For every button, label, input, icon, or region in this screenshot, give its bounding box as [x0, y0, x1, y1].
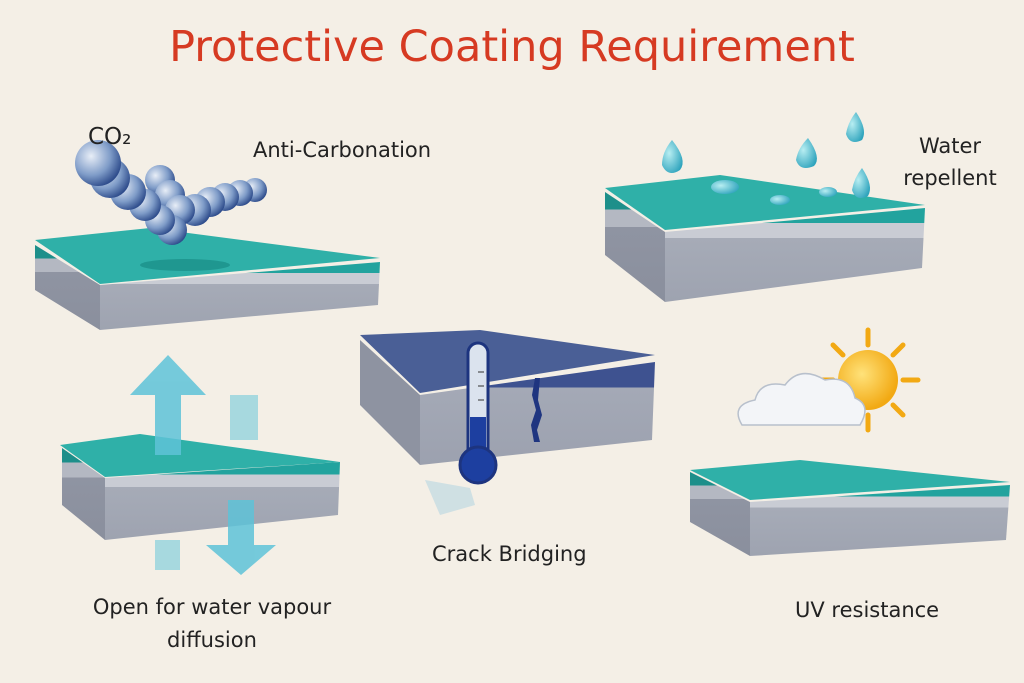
uv-resistance-label: UV resistance	[795, 598, 940, 622]
water-repellent-label-line1: Water	[918, 134, 982, 158]
vapour-label-line1: Open for water vapour	[92, 595, 332, 619]
anti-carbonation-slab	[35, 228, 380, 330]
crack-bridging-label: Crack Bridging	[432, 542, 587, 566]
water-repellent-slab	[605, 175, 925, 302]
page-title: Protective Coating Requirement	[169, 22, 855, 72]
vapour-diffusion-slab	[60, 434, 340, 540]
thermometer-icon	[458, 341, 498, 485]
co2-molecule-icon	[75, 140, 267, 245]
crack-bridging-slab	[360, 330, 655, 465]
anti-carbonation-label: Anti-Carbonation	[253, 138, 432, 162]
co2-label: CO₂	[88, 124, 132, 150]
vapour-arrows-icon	[130, 355, 276, 575]
vapour-label-line2: diffusion	[167, 628, 257, 652]
cloud-icon	[737, 372, 866, 426]
water-drops-icon	[662, 112, 870, 205]
shadow	[425, 480, 475, 515]
uv-resistance-slab	[690, 460, 1010, 556]
water-repellent-label-line2: repellent	[903, 166, 997, 190]
